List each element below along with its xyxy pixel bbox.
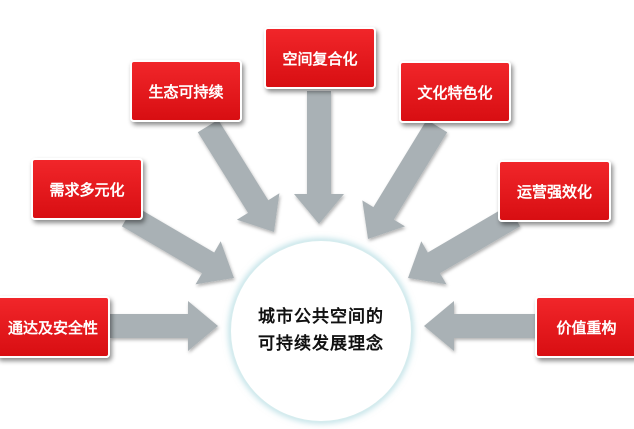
node-effective-operation: 运营强效化 xyxy=(498,160,611,222)
arrow-accessibility-safety xyxy=(110,301,218,351)
arrow-effective-operation xyxy=(408,205,521,285)
arrow-diverse-needs xyxy=(121,205,234,285)
node-label: 空间复合化 xyxy=(282,49,358,68)
node-ecological-sustainability: 生态可持续 xyxy=(130,60,242,122)
arrow-value-reconstruction xyxy=(424,301,536,351)
node-label: 需求多元化 xyxy=(49,180,125,199)
node-value-reconstruction: 价值重构 xyxy=(535,296,634,358)
node-label: 生态可持续 xyxy=(148,82,224,101)
arrow-ecological-sustainability xyxy=(197,119,280,232)
node-spatial-composite: 空间复合化 xyxy=(264,27,376,89)
center-concept-circle: 城市公共空间的 可持续发展理念 xyxy=(230,240,412,422)
node-cultural-characteristics: 文化特色化 xyxy=(399,61,511,123)
center-title-line2: 可持续发展理念 xyxy=(258,334,384,354)
node-label: 文化特色化 xyxy=(417,83,493,102)
node-accessibility-safety: 通达及安全性 xyxy=(0,296,110,358)
center-title-line1: 城市公共空间的 xyxy=(258,307,384,327)
node-label: 价值重构 xyxy=(556,318,617,337)
arrow-cultural-characteristics xyxy=(362,119,448,239)
arrow-group xyxy=(110,91,536,351)
node-label: 运营强效化 xyxy=(516,182,592,201)
node-diverse-needs: 需求多元化 xyxy=(31,158,143,220)
node-label: 通达及安全性 xyxy=(7,318,98,337)
arrow-spatial-composite xyxy=(294,91,344,224)
